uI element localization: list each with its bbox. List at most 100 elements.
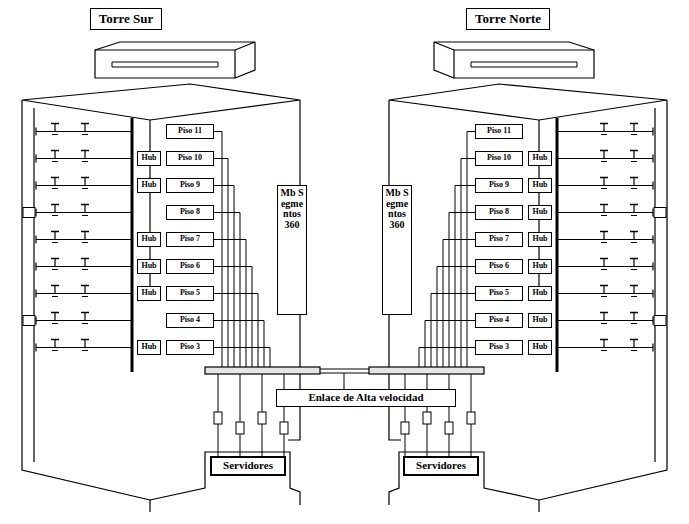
workstation-symbol bbox=[603, 205, 604, 213]
building-outline bbox=[150, 452, 300, 505]
workstation-symbol bbox=[631, 269, 637, 270]
workstation-symbol bbox=[630, 231, 638, 233]
building-outline bbox=[22, 100, 150, 500]
workstation-symbol bbox=[631, 242, 637, 243]
node-label: Piso 5 bbox=[180, 289, 200, 297]
riser-wire bbox=[443, 240, 475, 369]
workstation-symbol bbox=[54, 259, 55, 267]
floor-lan bbox=[557, 347, 653, 348]
roof-unit bbox=[434, 42, 454, 78]
workstation-symbol bbox=[51, 285, 59, 287]
workstation-symbol bbox=[633, 286, 634, 294]
workstation-symbol bbox=[603, 340, 604, 348]
workstation-symbol bbox=[51, 150, 59, 152]
riser-wire bbox=[214, 294, 258, 369]
server-link bbox=[471, 424, 472, 456]
riser-wire bbox=[461, 159, 475, 369]
node-label: Piso 6 bbox=[489, 262, 509, 270]
server-link bbox=[427, 424, 428, 456]
workstation-symbol bbox=[631, 215, 637, 216]
building-outline bbox=[539, 100, 667, 500]
workstation-symbol bbox=[600, 123, 608, 125]
hub-box: Hub bbox=[137, 232, 161, 247]
node-label: Hub bbox=[141, 289, 156, 297]
server-symbol bbox=[445, 422, 453, 434]
riser-wire bbox=[214, 348, 270, 369]
server-link bbox=[218, 424, 219, 456]
lan-end bbox=[652, 236, 653, 244]
riser-wire bbox=[214, 321, 264, 369]
lan-end bbox=[652, 182, 653, 190]
workstation-symbol bbox=[633, 259, 634, 267]
lan-end bbox=[35, 209, 36, 217]
workstation-symbol bbox=[52, 350, 58, 351]
workstation-symbol bbox=[603, 313, 604, 321]
workstation-symbol bbox=[52, 269, 58, 270]
node-label: Piso 3 bbox=[180, 343, 200, 351]
workstation-symbol bbox=[601, 215, 607, 216]
node-label: Piso 11 bbox=[178, 127, 202, 135]
workstation-symbol bbox=[81, 312, 89, 314]
floor-box: Piso 6 bbox=[475, 259, 523, 274]
hub-symbol bbox=[654, 208, 666, 218]
workstation-symbol bbox=[630, 339, 638, 341]
lan-end bbox=[35, 290, 36, 298]
node-label: Hub bbox=[532, 289, 547, 297]
workstation-symbol bbox=[601, 350, 607, 351]
workstation-symbol bbox=[82, 296, 88, 297]
floor-box: Piso 10 bbox=[166, 151, 214, 166]
hub-box: Hub bbox=[137, 340, 161, 355]
link-art bbox=[320, 369, 369, 390]
workstation-symbol bbox=[633, 313, 634, 321]
workstation-symbol bbox=[54, 232, 55, 240]
server-symbol bbox=[280, 422, 288, 434]
node-label: Hub bbox=[532, 262, 547, 270]
workstation-symbol bbox=[54, 151, 55, 159]
lan-end bbox=[35, 263, 36, 271]
floor-box: Piso 7 bbox=[475, 232, 523, 247]
switch-bar bbox=[205, 367, 320, 374]
workstation-symbol bbox=[601, 161, 607, 162]
workstation-symbol bbox=[81, 339, 89, 341]
roof-unit bbox=[235, 42, 255, 78]
floor-lan bbox=[36, 131, 132, 132]
node-label: Piso 4 bbox=[180, 316, 200, 324]
server-link bbox=[449, 434, 450, 456]
node-label: Hub bbox=[532, 343, 547, 351]
workstation-symbol bbox=[81, 231, 89, 233]
lan-end bbox=[652, 263, 653, 271]
floor-lan bbox=[36, 266, 132, 267]
lan-end bbox=[652, 317, 653, 325]
backbone-riser bbox=[131, 118, 134, 372]
floor-lan bbox=[557, 185, 653, 186]
workstation-symbol bbox=[630, 258, 638, 260]
node-label: Hub bbox=[532, 181, 547, 189]
node-label: Hub bbox=[532, 316, 547, 324]
riser-wire bbox=[437, 267, 475, 369]
workstation-symbol bbox=[630, 312, 638, 314]
node-label: Piso 11 bbox=[487, 127, 511, 135]
workstation-symbol bbox=[633, 178, 634, 186]
hub-box: Hub bbox=[528, 205, 552, 220]
floor-box: Piso 11 bbox=[475, 124, 523, 139]
node-label: Servidores bbox=[416, 460, 466, 472]
workstation-symbol bbox=[81, 258, 89, 260]
workstation-symbol bbox=[633, 232, 634, 240]
server-link bbox=[240, 374, 241, 422]
workstation-symbol bbox=[631, 350, 637, 351]
riser-wire bbox=[419, 348, 475, 369]
workstation-symbol bbox=[603, 124, 604, 132]
node-label: Hub bbox=[532, 154, 547, 162]
workstation-symbol bbox=[601, 134, 607, 135]
riser-wire bbox=[425, 321, 475, 369]
floor-lan bbox=[36, 185, 132, 186]
workstation-symbol bbox=[82, 188, 88, 189]
node-label: Hub bbox=[532, 235, 547, 243]
floor-lan bbox=[36, 320, 132, 321]
node-label: Hub bbox=[141, 235, 156, 243]
workstation-symbol bbox=[52, 161, 58, 162]
workstation-symbol bbox=[84, 313, 85, 321]
server-link bbox=[240, 434, 241, 456]
workstation-symbol bbox=[82, 215, 88, 216]
